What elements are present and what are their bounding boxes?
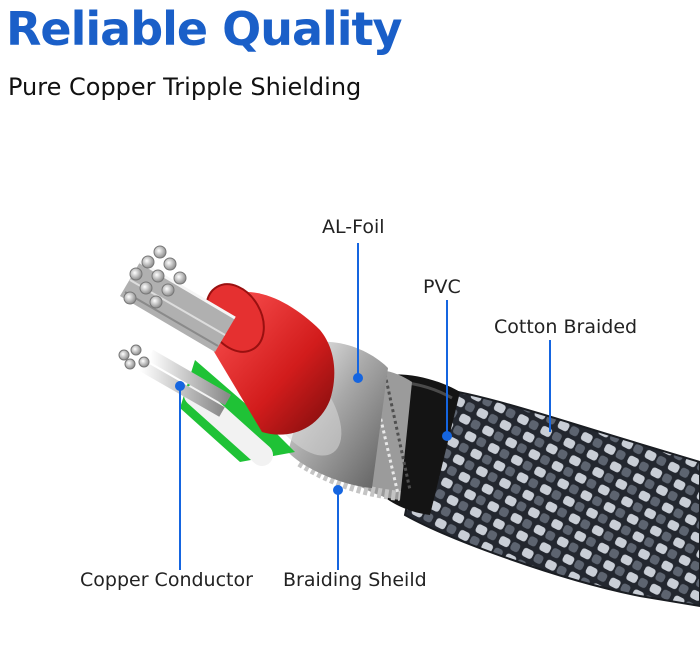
cotton-braid-jacket <box>403 386 700 608</box>
page-subtitle: Pure Copper Tripple Shielding <box>8 73 362 101</box>
page-title: Reliable Quality <box>6 2 403 56</box>
copper-strand-bundle <box>118 245 236 370</box>
leader-al-foil <box>353 243 363 383</box>
leader-braiding-shield <box>333 485 343 570</box>
label-al-foil: AL-Foil <box>322 216 385 238</box>
leader-pvc <box>442 300 452 441</box>
label-pvc: PVC <box>423 276 461 298</box>
label-braiding-shield: Braiding Sheild <box>283 569 427 591</box>
label-copper-conductor: Copper Conductor <box>80 569 253 591</box>
leader-copper-conductor <box>175 381 185 570</box>
label-cotton-braided: Cotton Braided <box>494 316 638 338</box>
